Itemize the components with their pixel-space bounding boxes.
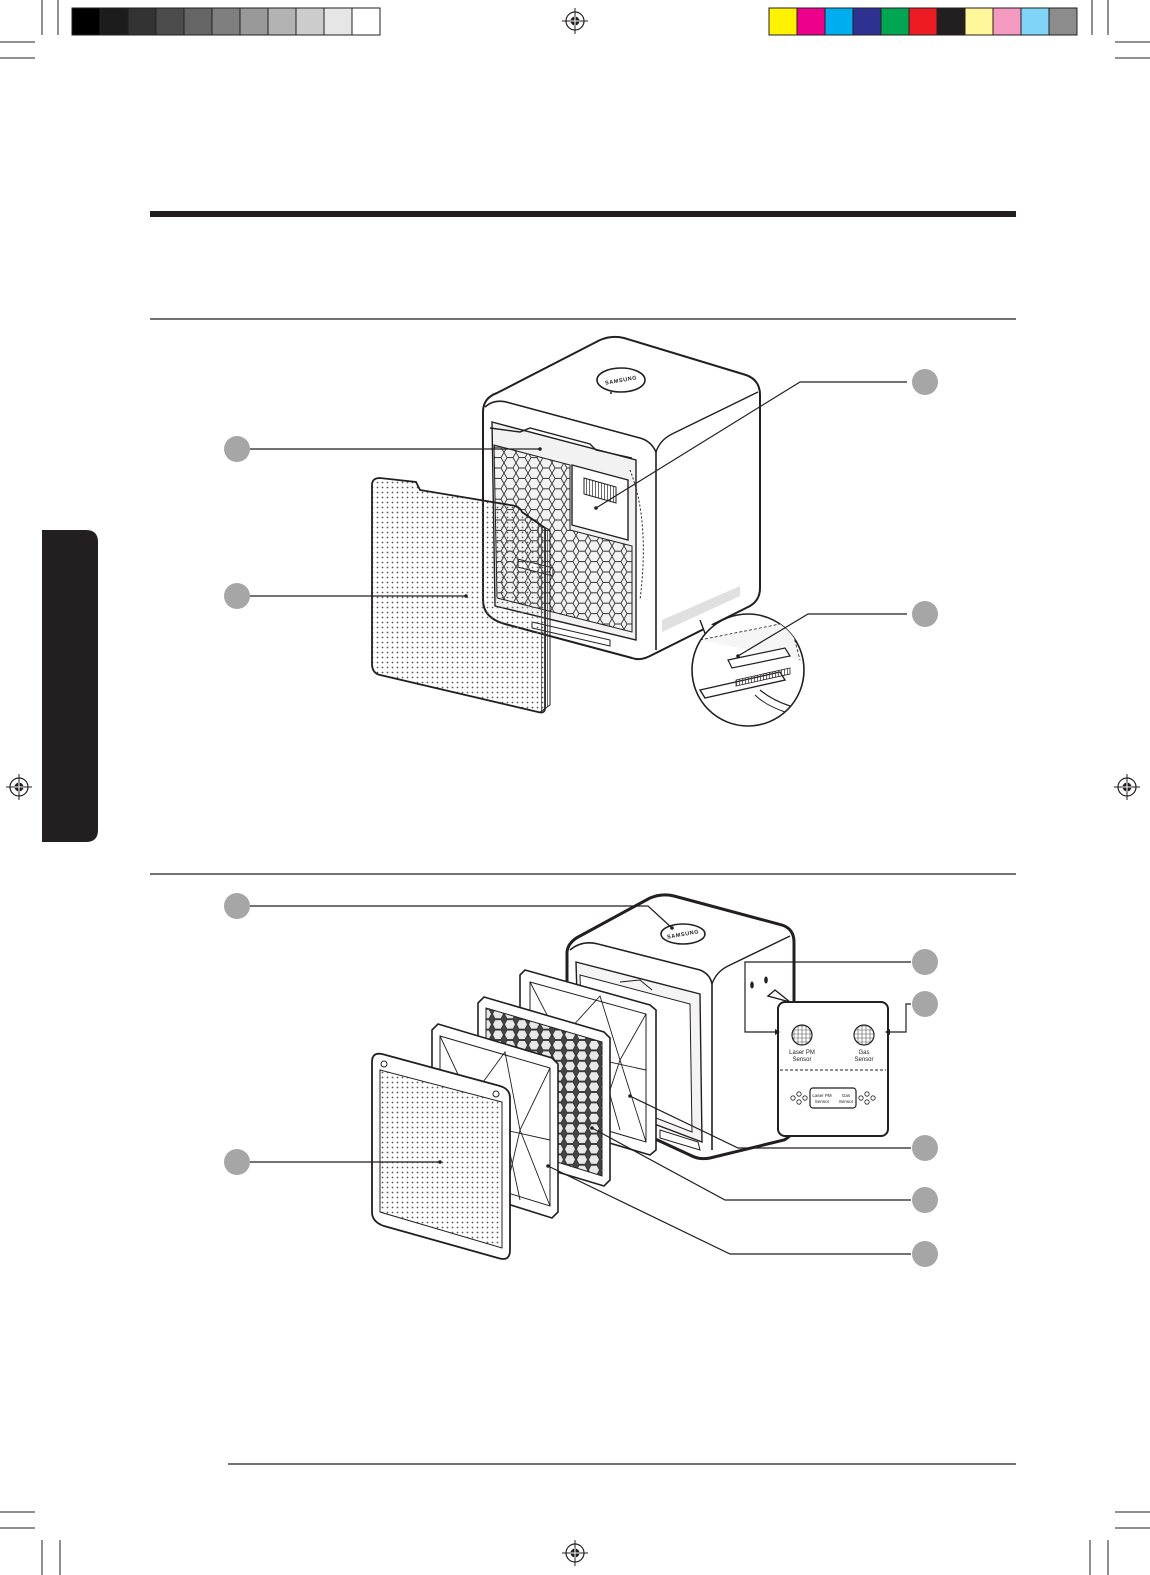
gas-sensor-label-2: Sensor <box>854 1057 873 1063</box>
color-swatch <box>1020 7 1050 36</box>
callout-dot-latch <box>224 436 250 462</box>
color-swatch <box>323 7 353 36</box>
grayscale-swatch-bar <box>71 7 381 36</box>
callout-dot-laser-pm-sensor <box>912 949 938 975</box>
gas-sensor-label-1: Gas <box>858 1050 869 1056</box>
figure-exploded-view: SAMSUNG <box>224 893 938 1267</box>
callout-dot-gas-sensor <box>912 991 938 1017</box>
color-swatch <box>824 7 854 36</box>
brand-logo-top: SAMSUNG <box>605 375 638 387</box>
sensor-cover-zoom <box>691 613 805 727</box>
callout-dot-deodorization-filter <box>912 1135 938 1161</box>
color-swatch <box>964 7 994 36</box>
callout-dot-pre-filter <box>224 583 250 609</box>
color-swatch <box>852 7 882 36</box>
color-swatch <box>211 7 241 36</box>
color-swatch <box>267 7 297 36</box>
chapter-heading-rule <box>150 211 1016 217</box>
color-swatch <box>127 7 157 36</box>
color-swatch <box>183 7 213 36</box>
color-swatch <box>768 7 798 36</box>
laser-pm-sensor-icon <box>791 1024 813 1046</box>
color-swatch <box>99 7 129 36</box>
pre-filter-panel <box>371 477 546 714</box>
top-logo-badge <box>596 367 646 393</box>
small-laser-sensor-label: Sensor <box>815 1099 830 1104</box>
brand-logo-exploded: SAMSUNG <box>667 929 700 941</box>
top-latch-slot <box>489 427 633 459</box>
color-swatch <box>155 7 185 36</box>
callout-dot-sensor-cover <box>912 601 938 627</box>
color-swatch <box>71 7 101 36</box>
color-swatch <box>351 7 381 36</box>
color-swatch <box>880 7 910 36</box>
chapter-side-tab <box>42 530 98 842</box>
color-swatch <box>239 7 269 36</box>
registration-mark-bottom <box>562 1540 588 1566</box>
color-swatch <box>1048 7 1078 36</box>
callout-dot-front-filter <box>224 1149 250 1175</box>
laser-pm-sensor-label-2: Sensor <box>792 1057 811 1063</box>
registration-mark-top <box>562 8 588 34</box>
gas-sensor-icon <box>853 1024 875 1046</box>
color-swatch <box>295 7 325 36</box>
callout-dot-top-logo <box>224 893 250 919</box>
callout-dot-dust-filter <box>912 1241 938 1267</box>
color-swatch <box>936 7 966 36</box>
side-sensor-strip <box>662 586 740 632</box>
small-gas-label: Gas <box>842 1093 851 1098</box>
registration-mark-right <box>1114 774 1140 800</box>
color-swatch <box>908 7 938 36</box>
small-laser-pm-label: Laser PM <box>812 1093 832 1098</box>
callout-dot-carbon-filter <box>912 1187 938 1213</box>
laser-pm-sensor-label-1: Laser PM <box>789 1050 815 1056</box>
color-swatch <box>992 7 1022 36</box>
sensor-detail-panel: Laser PM Sensor Gas Sensor Laser PM Sens… <box>766 989 889 1137</box>
color-swatch <box>796 7 826 36</box>
callout-dot-sensor-window <box>912 369 938 395</box>
small-gas-sensor-label: Sensor <box>839 1099 854 1104</box>
registration-mark-left <box>6 774 32 800</box>
color-swatch-bar <box>768 7 1078 36</box>
figure-front-view: SAMSUNG <box>224 335 938 727</box>
